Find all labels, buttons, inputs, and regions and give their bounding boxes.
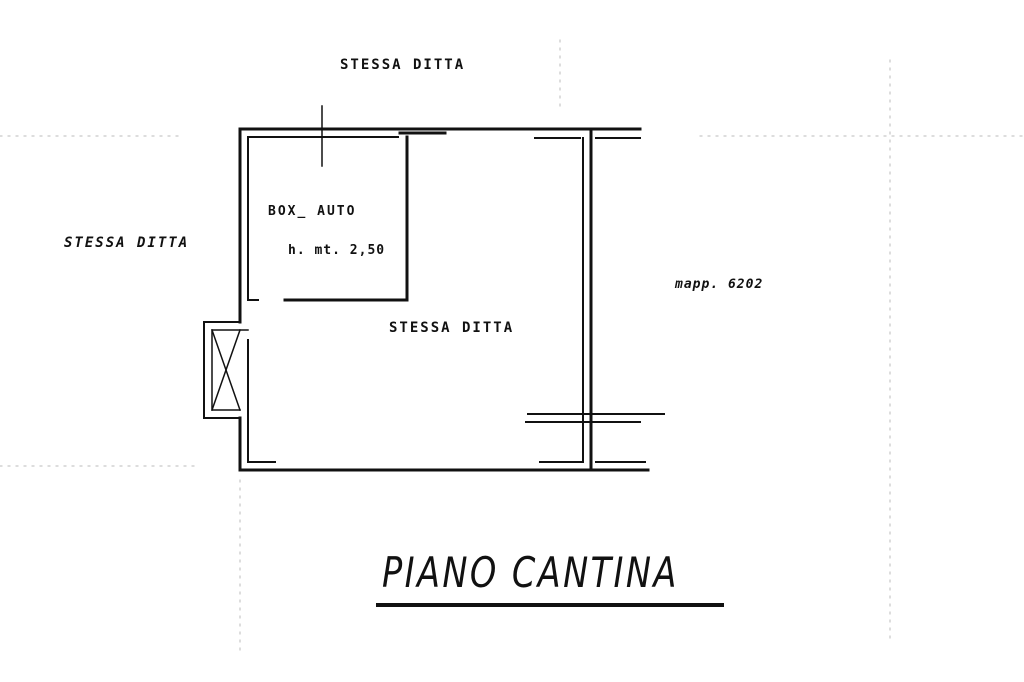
label-left: STESSA DITTA <box>64 235 190 251</box>
label-parcel: mapp. 6202 <box>675 277 764 292</box>
label-center: STESSA DITTA <box>389 320 515 336</box>
plan-title: PIANO CANTINA <box>382 548 679 597</box>
shaft-outline <box>203 321 241 419</box>
label-top: STESSA DITTA <box>340 57 466 73</box>
title-underline <box>376 603 724 607</box>
shaft-cross-2 <box>211 329 241 411</box>
label-box-name: BOX_ AUTO <box>268 204 357 219</box>
scan-noise <box>0 39 1024 651</box>
label-box-height: h. mt. 2,50 <box>288 243 386 258</box>
shaft-inner <box>211 329 249 411</box>
